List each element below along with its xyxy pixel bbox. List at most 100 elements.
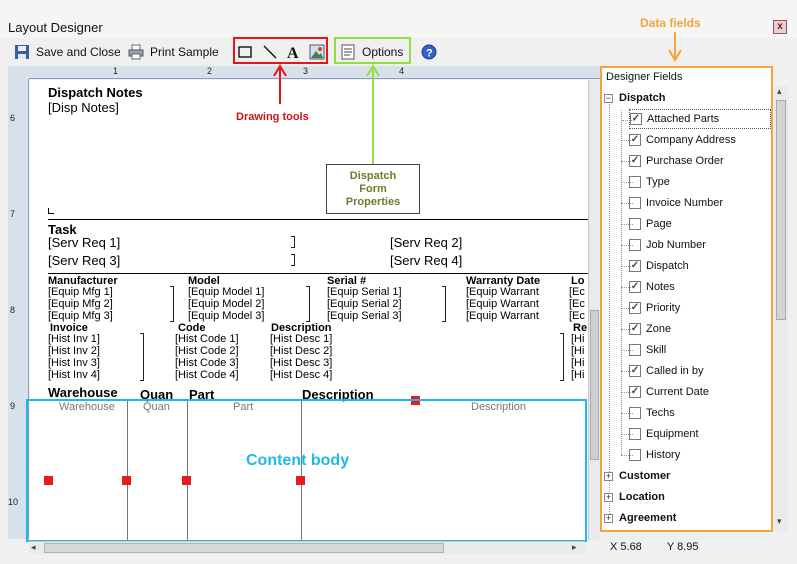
field-row[interactable]: ✓Purchase Order xyxy=(621,151,724,171)
serv-req-1-field[interactable]: [Serv Req 1] xyxy=(48,235,121,250)
field-row[interactable]: Type xyxy=(621,172,670,192)
serv-req-2-field[interactable]: [Serv Req 2] xyxy=(390,235,463,250)
equip-mfg-field[interactable]: [Equip Mfg 2] xyxy=(48,298,113,310)
resize-handle[interactable] xyxy=(296,476,305,485)
hist-desc-field[interactable]: [Hist Desc 3] xyxy=(270,357,333,369)
field-row[interactable]: Invoice Number xyxy=(621,193,723,213)
scroll-down-icon[interactable]: ▾ xyxy=(777,516,782,526)
re-header[interactable]: Re xyxy=(573,322,588,334)
equip-location-field[interactable]: [Ec xyxy=(569,298,585,310)
field-row[interactable]: Techs xyxy=(621,403,675,423)
equip-location-field[interactable]: [Ec xyxy=(569,286,585,298)
equip-warranty-field[interactable]: [Equip Warrant xyxy=(466,298,539,310)
dispatch-notes-title[interactable]: Dispatch Notes xyxy=(48,85,143,100)
hist-inv-field[interactable]: [Hist Inv 4] xyxy=(48,369,100,381)
model-header[interactable]: Model xyxy=(188,275,220,287)
part-header[interactable]: Part xyxy=(189,387,215,402)
equip-model-field[interactable]: [Equip Model 1] xyxy=(188,286,265,298)
code-header[interactable]: Code xyxy=(178,322,206,334)
equip-mfg-field[interactable]: [Equip Mfg 3] xyxy=(48,310,113,322)
equip-serial-field[interactable]: [Equip Serial 1] xyxy=(327,286,402,298)
help-button[interactable]: ? xyxy=(421,42,437,62)
hist-inv-field[interactable]: [Hist Inv 2] xyxy=(48,345,100,357)
field-row[interactable]: ✓Called in by xyxy=(621,361,703,381)
resize-handle[interactable] xyxy=(122,476,131,485)
scroll-up-icon[interactable]: ▴ xyxy=(777,86,782,96)
field-row[interactable]: ✓Current Date xyxy=(621,382,709,402)
design-canvas[interactable]: Dispatch Notes [Disp Notes] Task [Serv R… xyxy=(30,80,588,540)
equip-serial-field[interactable]: [Equip Serial 3] xyxy=(327,310,402,322)
hist-desc-field[interactable]: [Hist Desc 1] xyxy=(270,333,333,345)
hist-code-field[interactable]: [Hist Code 3] xyxy=(175,357,239,369)
column-divider[interactable] xyxy=(187,400,188,540)
scroll-left-icon[interactable]: ◂ xyxy=(31,542,36,552)
line-tool-button[interactable] xyxy=(262,42,278,62)
quan-header[interactable]: Quan xyxy=(140,387,174,402)
resize-handle[interactable] xyxy=(44,476,53,485)
resize-handle[interactable] xyxy=(182,476,191,485)
hist-code-field[interactable]: [Hist Code 4] xyxy=(175,369,239,381)
hist-inv-field[interactable]: [Hist Inv 3] xyxy=(48,357,100,369)
tree-group-location[interactable]: + Location xyxy=(604,487,665,507)
save-close-button[interactable]: Save and Close xyxy=(14,42,121,62)
field-row[interactable]: Equipment xyxy=(621,424,699,444)
text-tool-button[interactable]: A xyxy=(286,42,300,62)
rectangle-tool-button[interactable] xyxy=(238,42,252,62)
hist-re-field[interactable]: [Hi xyxy=(571,369,585,381)
field-row[interactable]: ✓Priority xyxy=(621,298,680,318)
serv-req-4-field[interactable]: [Serv Req 4] xyxy=(390,253,463,268)
hist-re-field[interactable]: [Hi xyxy=(571,357,585,369)
canvas-vertical-scrollbar[interactable] xyxy=(588,80,600,540)
scrollbar-thumb[interactable] xyxy=(776,100,786,320)
image-tool-button[interactable] xyxy=(309,42,325,62)
tree-group-agreement[interactable]: + Agreement xyxy=(604,508,676,528)
warranty-date-header[interactable]: Warranty Date xyxy=(466,275,541,287)
expand-icon[interactable]: + xyxy=(604,470,613,481)
field-row[interactable]: ✓Zone xyxy=(621,319,671,339)
equip-location-field[interactable]: [Ec xyxy=(569,310,585,322)
scrollbar-thumb[interactable] xyxy=(44,543,444,553)
parts-description-header[interactable]: Description xyxy=(302,387,374,402)
equip-mfg-field[interactable]: [Equip Mfg 1] xyxy=(48,286,113,298)
manufacturer-header[interactable]: Manufacturer xyxy=(48,275,118,287)
hist-inv-field[interactable]: [Hist Inv 1] xyxy=(48,333,100,345)
field-row[interactable]: ✓Notes xyxy=(621,277,675,297)
hist-desc-field[interactable]: [Hist Desc 4] xyxy=(270,369,333,381)
field-checkbox[interactable]: ✓ xyxy=(630,113,642,125)
equip-warranty-field[interactable]: [Equip Warrant xyxy=(466,286,539,298)
column-divider[interactable] xyxy=(127,400,128,540)
task-title[interactable]: Task xyxy=(48,222,77,237)
field-row[interactable]: ✓Attached Parts xyxy=(622,109,771,129)
equip-serial-field[interactable]: [Equip Serial 2] xyxy=(327,298,402,310)
collapse-icon[interactable]: − xyxy=(604,92,613,103)
field-row[interactable]: Skill xyxy=(621,340,666,360)
disp-notes-field[interactable]: [Disp Notes] xyxy=(48,100,119,115)
warehouse-header[interactable]: Warehouse xyxy=(48,385,118,400)
hist-re-field[interactable]: [Hi xyxy=(571,333,585,345)
serial-header[interactable]: Serial # xyxy=(327,275,367,287)
close-icon[interactable]: x xyxy=(773,20,787,34)
canvas-horizontal-scrollbar[interactable]: ◂ ▸ xyxy=(29,541,585,554)
panel-vertical-scrollbar[interactable]: ▴ ▾ xyxy=(774,86,788,531)
equip-model-field[interactable]: [Equip Model 3] xyxy=(188,310,265,322)
tree-group-dispatch[interactable]: − Dispatch xyxy=(604,88,665,108)
invoice-header[interactable]: Invoice xyxy=(50,322,88,334)
field-row[interactable]: ✓Dispatch xyxy=(621,256,689,276)
field-row[interactable]: Job Number xyxy=(621,235,706,255)
scroll-right-icon[interactable]: ▸ xyxy=(572,542,577,552)
hist-code-field[interactable]: [Hist Code 2] xyxy=(175,345,239,357)
field-row[interactable]: Page xyxy=(621,214,672,234)
location-header[interactable]: Lo xyxy=(571,275,585,287)
hist-desc-field[interactable]: [Hist Desc 2] xyxy=(270,345,333,357)
field-row[interactable]: History xyxy=(621,445,680,465)
tree-group-customer[interactable]: + Customer xyxy=(604,466,670,486)
serv-req-3-field[interactable]: [Serv Req 3] xyxy=(48,253,121,268)
hist-code-field[interactable]: [Hist Code 1] xyxy=(175,333,239,345)
scrollbar-thumb[interactable] xyxy=(590,310,599,460)
expand-icon[interactable]: + xyxy=(604,512,613,523)
description-header[interactable]: Description xyxy=(271,322,332,334)
equip-model-field[interactable]: [Equip Model 2] xyxy=(188,298,265,310)
hist-re-field[interactable]: [Hi xyxy=(571,345,585,357)
expand-icon[interactable]: + xyxy=(604,491,613,502)
column-divider[interactable] xyxy=(301,400,302,540)
